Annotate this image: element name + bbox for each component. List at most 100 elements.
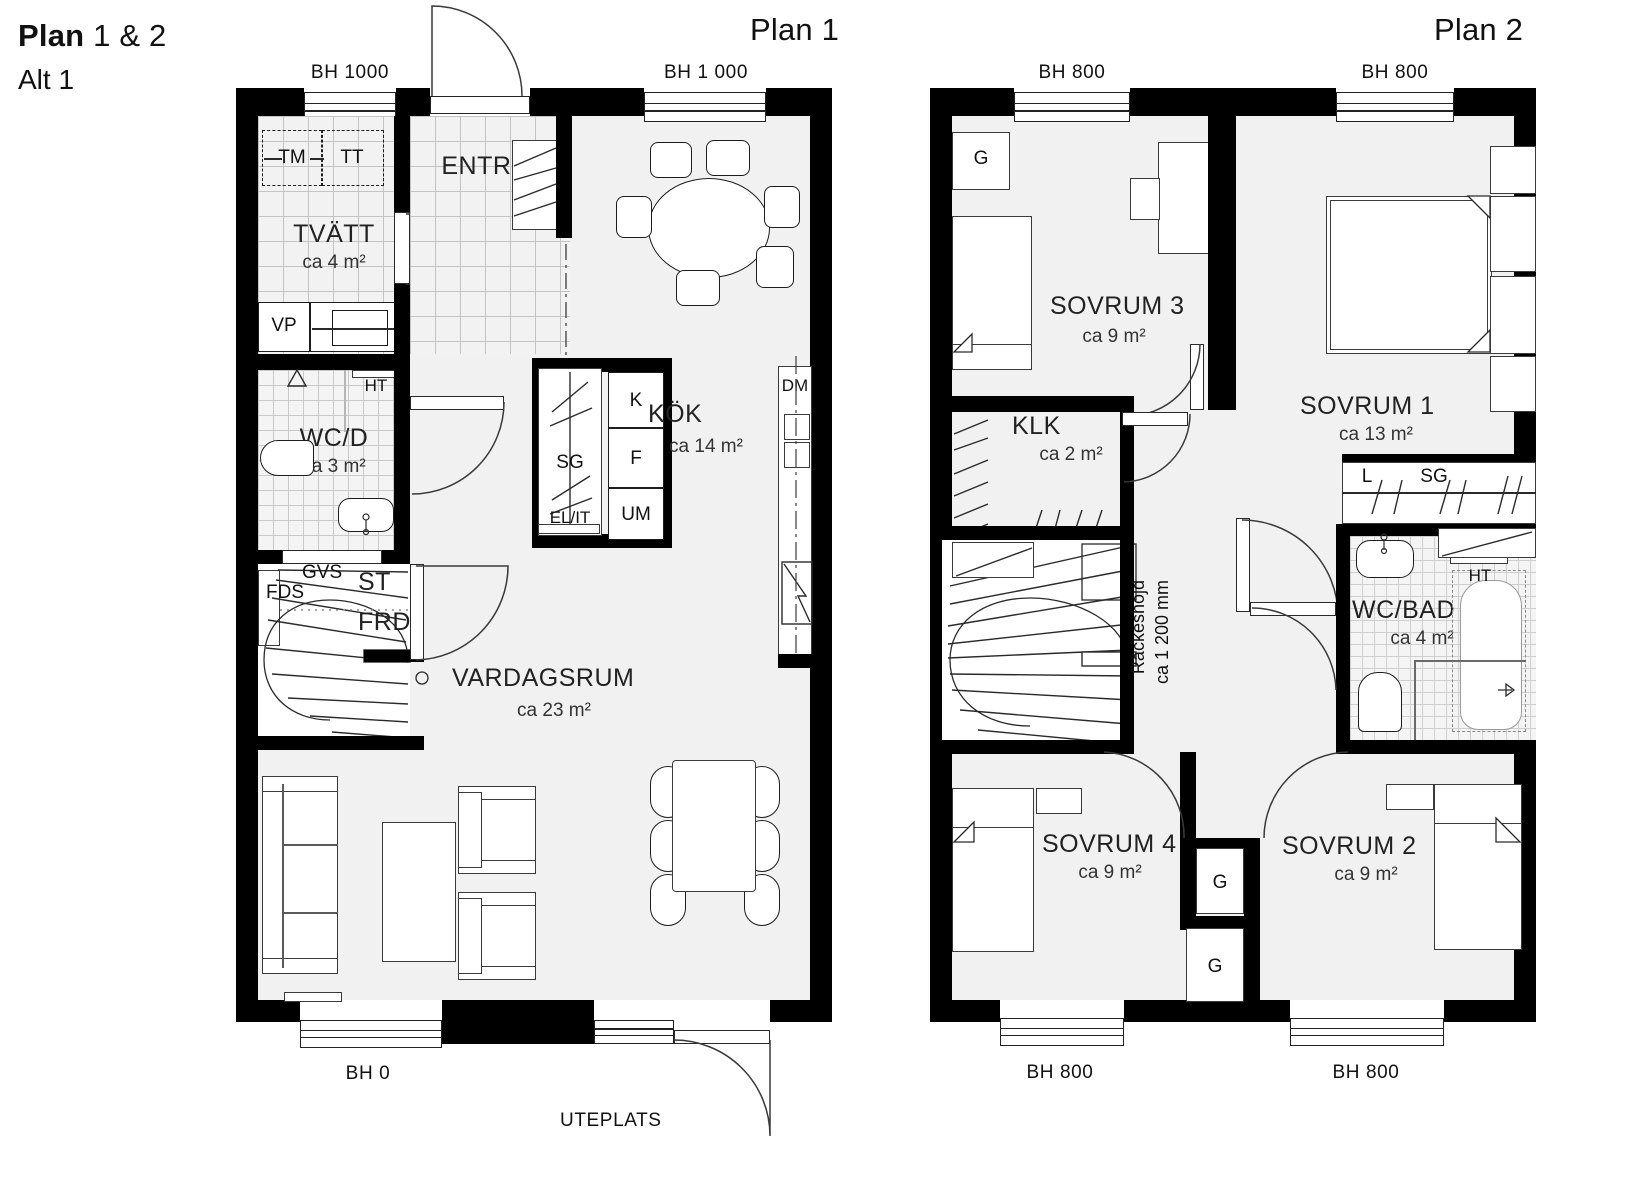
plan1-window-opening-bottomleft <box>300 1000 442 1022</box>
bed-sovrum4-head <box>952 788 1034 828</box>
dining-table-outline <box>672 760 756 892</box>
klk-wall-bottom-left <box>942 526 990 540</box>
bed-sovrum1-inner <box>1330 200 1488 350</box>
cooktop-icon <box>781 561 813 625</box>
sovrum3-door-swing <box>1127 343 1201 417</box>
vardagsrum-room-area: ca 23 m² <box>517 700 591 721</box>
sovrum2-room-name: SOVRUM 2 <box>1282 832 1417 860</box>
shower-line <box>344 370 346 432</box>
chair-2 <box>706 140 750 176</box>
closet-g2 <box>1196 848 1244 914</box>
wardrobe-sovrum1-hatch-icon <box>1371 475 1523 515</box>
plan1-wall-right <box>810 88 832 1022</box>
tm-connector-2 <box>310 158 324 160</box>
tag-l: L <box>1361 466 1373 487</box>
kitchen-counter-end-wall <box>778 654 812 668</box>
wcbad-cupboard-door-icon <box>1441 531 1533 557</box>
tag-ht-plan2: HT <box>1468 566 1492 585</box>
closet-g3 <box>1186 928 1244 1002</box>
tag-dm: DM <box>781 376 809 395</box>
plan2-window-bottomright <box>1290 1018 1444 1046</box>
wcd-wall-right <box>394 370 410 550</box>
g-closet-wall-left <box>1180 838 1196 916</box>
bathtub <box>1460 580 1522 730</box>
plan1-wall-left <box>236 88 258 1022</box>
sovrum2-door-swing <box>1263 751 1349 839</box>
wcbad-room-area: ca 4 m² <box>1390 628 1454 649</box>
armchair-1-seat <box>458 792 482 868</box>
plan1-entry-door-swing <box>431 5 523 97</box>
tag-sg-plan2: SG <box>1420 466 1448 487</box>
tag-ht-plan1: HT <box>364 376 388 395</box>
chair-6 <box>616 196 652 238</box>
desk-chair-sovrum3 <box>1130 178 1160 220</box>
plan2-bh-bottom-left-label: BH 800 <box>1026 1062 1094 1083</box>
vardagsrum-room-name: VARDAGSRUM <box>452 664 635 692</box>
wcbad-door-leaf <box>1250 602 1336 616</box>
uteplats-label: UTEPLATS <box>560 1110 662 1131</box>
sofa-backrest <box>262 776 338 792</box>
chair-1 <box>650 142 692 178</box>
sovrum4-door-swing <box>1103 751 1185 839</box>
armchair-1 <box>480 792 536 868</box>
plan2-window-topleft <box>1014 92 1130 122</box>
sink-bowl-2 <box>784 442 810 468</box>
nightstand-sovrum2 <box>1386 784 1434 810</box>
tag-g1: G <box>973 148 989 169</box>
plan1-window-bottomleft <box>300 1020 442 1048</box>
kitchen-round-table <box>648 178 770 278</box>
bed-sovrum3-corner-fold <box>952 332 973 353</box>
washbasin-wcbad-tap-icon <box>1380 533 1388 555</box>
tvatt-door-leaf <box>394 212 410 284</box>
nightstand-sovrum4 <box>1036 788 1082 814</box>
plan1-bh-top-left-label: BH 1000 <box>310 62 390 83</box>
tag-gvs: GVS <box>302 562 343 583</box>
radiator-livingroom <box>284 992 342 1002</box>
sovrum3-room-area: ca 9 m² <box>1082 326 1146 347</box>
tag-f: F <box>630 448 642 469</box>
stair-wall-piece <box>364 650 424 662</box>
sofa-seam-3 <box>282 784 284 968</box>
tag-st: ST <box>358 568 391 596</box>
bath-edge-line-v <box>1414 660 1416 740</box>
wardrobe-sovrum1-wall-top <box>1342 454 1536 464</box>
plan1-patio-door-opening <box>594 1000 770 1022</box>
sink-bowl-1 <box>784 414 810 440</box>
floor-drain-icon <box>286 368 308 387</box>
sovrum3-wall-right <box>1208 116 1224 410</box>
plan2-bh-top-right-label: BH 800 <box>1361 62 1429 83</box>
staircase-plan2 <box>947 543 1137 751</box>
page-title-light: 1 & 2 <box>84 18 167 53</box>
plan1-window-topright <box>644 92 766 122</box>
plan2-window-topright <box>1336 92 1454 122</box>
sofa-armrest <box>262 958 338 974</box>
klk-wall-bottom <box>990 526 1120 540</box>
wcd-room-area: ca 3 m² <box>302 456 366 477</box>
klk-room-name: KLK <box>1012 412 1061 440</box>
tvatt-wall-right-upper <box>394 116 410 212</box>
plan2-wall-left <box>930 88 952 1022</box>
tag-sg-plan1: SG <box>556 452 584 473</box>
washbasin-tap-icon <box>362 513 370 536</box>
stair-direction-icon <box>955 547 1033 577</box>
stair-wall-right-plan2 <box>1120 540 1134 748</box>
sovrum4-room-name: SOVRUM 4 <box>1042 830 1177 858</box>
sovrum1-room-name: SOVRUM 1 <box>1300 392 1435 420</box>
chair-4 <box>756 246 794 288</box>
bed-sovrum3 <box>952 216 1032 358</box>
plan1-patio-door-swing <box>673 1039 771 1137</box>
sovrum1-room-area: ca 13 m² <box>1339 424 1413 445</box>
plan2-title: Plan 2 <box>1434 12 1524 47</box>
floor-drain-arrow-icon <box>1498 682 1516 698</box>
microwave-um <box>608 488 664 540</box>
tvatt-room-name: TVÄTT <box>293 220 375 248</box>
sovrum1-door-swing <box>1241 519 1339 617</box>
railing-height-note-line1: Räckeshöjd <box>1128 580 1148 675</box>
oven-k <box>608 372 664 428</box>
stair-door-swing <box>415 565 509 661</box>
laundry-bench-line <box>312 328 406 330</box>
bath-edge-line <box>1414 660 1526 662</box>
nightstand-sovrum1-mid <box>1490 196 1536 272</box>
plan1-entry-door-leaf <box>430 96 530 114</box>
wcbad-room-name: WC/BAD <box>1352 596 1455 624</box>
